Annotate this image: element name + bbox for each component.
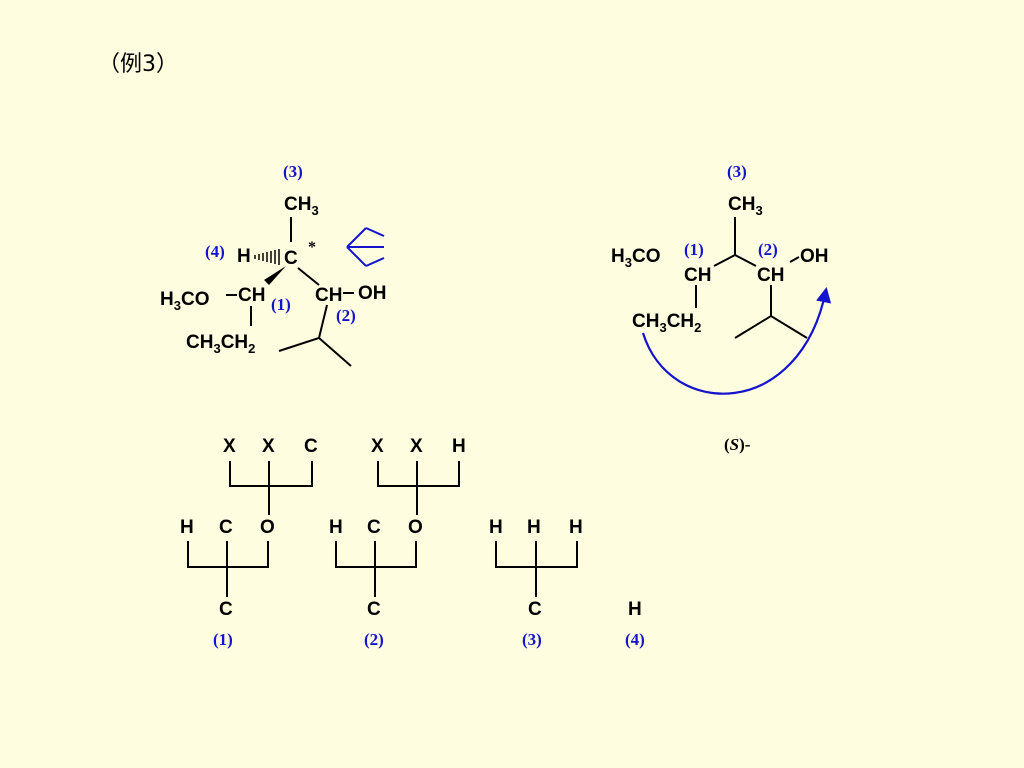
tree2-top-3: H xyxy=(452,436,466,457)
tree1-label: (1) xyxy=(213,630,233,649)
left-molecule: (3) CH3 (4) H C * H3CO CH (1) CH OH (2) … xyxy=(160,162,387,367)
left-ethyl: CH3CH2 xyxy=(186,332,255,356)
left-ch-left: CH xyxy=(238,285,265,306)
slide-title: （例3） xyxy=(98,52,178,77)
tree1-mid-3: O xyxy=(260,517,275,538)
tree1-top-3: C xyxy=(304,436,318,457)
tree4-root: H xyxy=(628,599,642,620)
tree2-root: C xyxy=(367,599,381,620)
tree3-label: (3) xyxy=(522,630,542,649)
left-ch-right: CH xyxy=(315,285,342,306)
tree1-top-1: X xyxy=(223,436,236,457)
left-priority-label-1: (1) xyxy=(271,295,291,314)
tree1-root: C xyxy=(219,599,233,620)
right-oh: OH xyxy=(800,246,829,267)
left-oh: OH xyxy=(358,283,387,304)
left-priority-label-3: (3) xyxy=(283,162,303,181)
right-priority-label-3: (3) xyxy=(727,162,747,181)
left-isopropyl-branch xyxy=(318,337,352,367)
priority-tree-1: X X C H C O C (1) xyxy=(180,436,318,649)
left-h3co: H3CO xyxy=(160,289,209,313)
left-ch3-top: CH3 xyxy=(284,194,319,218)
left-priority-label-4: (4) xyxy=(205,242,225,261)
right-ch-left: CH xyxy=(684,265,711,286)
right-ethyl: CH3CH2 xyxy=(632,311,701,335)
tree3-mid-1: H xyxy=(489,517,503,538)
right-molecule: (3) CH3 H3CO (1) (2) OH CH CH CH3CH2 (S)… xyxy=(611,162,832,454)
tree1-top-2: X xyxy=(262,436,275,457)
tree4-label: (4) xyxy=(625,630,645,649)
priority-tree-4: H (4) xyxy=(625,599,645,649)
tree3-mid-3: H xyxy=(569,517,583,538)
tree1-mid-1: H xyxy=(180,517,194,538)
tree2-mid-2: C xyxy=(367,517,381,538)
right-priority-label-1: (1) xyxy=(684,240,704,259)
right-priority-label-2: (2) xyxy=(758,240,778,259)
tree3-root: C xyxy=(528,599,542,620)
right-h3co: H3CO xyxy=(611,246,660,270)
tree2-mid-3: O xyxy=(408,517,423,538)
wedge-bond-c-ch xyxy=(264,266,286,285)
right-ch-right: CH xyxy=(757,265,784,286)
curved-arrow-icon xyxy=(641,286,832,395)
tree2-top-2: X xyxy=(410,436,423,457)
left-priority-label-2: (2) xyxy=(336,306,356,325)
tree3-mid-2: H xyxy=(527,517,541,538)
tree2-label: (2) xyxy=(364,630,384,649)
hashed-bond-c-h xyxy=(254,249,280,265)
right-isopropyl xyxy=(734,314,808,339)
left-h-atom: H xyxy=(237,246,251,267)
right-ch3-top: CH3 xyxy=(728,194,763,218)
stereocenter-star: * xyxy=(308,239,316,256)
priority-tree-2: X X H H C O C (2) xyxy=(329,436,466,649)
priority-tree-3: H H H C (3) xyxy=(489,517,583,649)
tree1-mid-2: C xyxy=(219,517,233,538)
eye-arrow-icon xyxy=(346,227,385,267)
right-backbone xyxy=(713,253,757,267)
configuration-label: (S)- xyxy=(724,435,751,454)
tree2-mid-1: H xyxy=(329,517,343,538)
tree2-top-1: X xyxy=(371,436,384,457)
left-center-carbon: C xyxy=(284,248,298,269)
bond-c-ch-right xyxy=(297,267,320,286)
right-bond-ch-oh xyxy=(789,256,800,263)
